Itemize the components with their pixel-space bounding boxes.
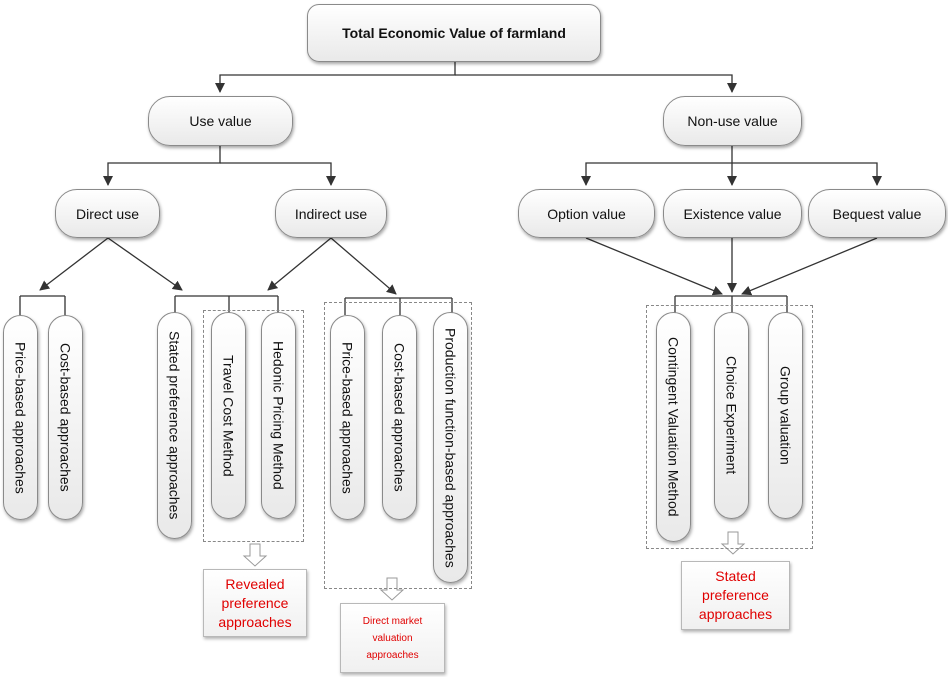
direct-cost-based-node: Cost-based approaches: [48, 315, 83, 520]
hedonic-pricing-method-label: Hedonic Pricing Method: [270, 341, 287, 490]
existence-value-label: Existence value: [683, 205, 782, 222]
use-value-node: Use value: [148, 96, 293, 146]
contingent-valuation-label: Contingent Valuation Method: [665, 337, 682, 517]
revealed-preference-group: [203, 310, 304, 542]
group-valuation-node: Group valuation: [768, 312, 803, 519]
existence-value-node: Existence value: [663, 189, 802, 238]
revealed-preference-note-text: Revealed preference approaches: [218, 575, 292, 630]
hedonic-pricing-method-node: Hedonic Pricing Method: [261, 312, 296, 519]
stated-preference-approaches-node: Stated preference approaches: [157, 312, 192, 539]
bequest-value-label: Bequest value: [832, 205, 922, 222]
contingent-valuation-node: Contingent Valuation Method: [656, 312, 691, 542]
indirect-use-node: Indirect use: [275, 189, 387, 238]
direct-market-note-text: Direct market valuation approaches: [362, 615, 423, 661]
direct-market-note: Direct market valuation approaches: [340, 603, 445, 673]
choice-experiment-label: Choice Experiment: [723, 356, 740, 475]
indirect-cost-based-node: Cost-based approaches: [382, 315, 417, 520]
direct-use-label: Direct use: [75, 205, 140, 222]
revealed-preference-note: Revealed preference approaches: [203, 569, 307, 637]
choice-experiment-node: Choice Experiment: [714, 312, 749, 519]
direct-price-based-label: Price-based approaches: [12, 341, 29, 494]
non-use-value-node: Non-use value: [663, 96, 802, 146]
non-use-value-label: Non-use value: [687, 113, 778, 129]
direct-use-node: Direct use: [55, 189, 160, 238]
group-valuation-label: Group valuation: [777, 366, 794, 465]
stated-preference-note-text: Stated preference approaches: [698, 568, 773, 622]
travel-cost-method-label: Travel Cost Method: [220, 354, 237, 477]
diagram-title: Total Economic Value of farmland: [307, 4, 601, 62]
stated-preference-group: [646, 305, 813, 549]
use-value-label: Use value: [189, 113, 252, 129]
indirect-cost-based-label: Cost-based approaches: [391, 343, 408, 492]
travel-cost-method-node: Travel Cost Method: [211, 312, 246, 519]
stated-preference-approaches-label: Stated preference approaches: [166, 331, 183, 520]
title-label: Total Economic Value of farmland: [342, 25, 566, 41]
direct-cost-based-label: Cost-based approaches: [57, 343, 74, 492]
indirect-use-label: Indirect use: [294, 205, 368, 222]
direct-price-based-node: Price-based approaches: [3, 315, 38, 520]
indirect-price-based-label: Price-based approaches: [339, 341, 356, 494]
indirect-price-based-node: Price-based approaches: [330, 315, 365, 520]
stated-preference-note: Stated preference approaches: [681, 561, 790, 630]
production-function-node: Production function-based approaches: [433, 312, 468, 583]
option-value-node: Option value: [518, 189, 655, 238]
direct-market-group: [324, 302, 472, 589]
bequest-value-node: Bequest value: [808, 189, 946, 238]
production-function-label: Production function-based approaches: [442, 327, 459, 568]
option-value-label: Option value: [547, 205, 626, 222]
